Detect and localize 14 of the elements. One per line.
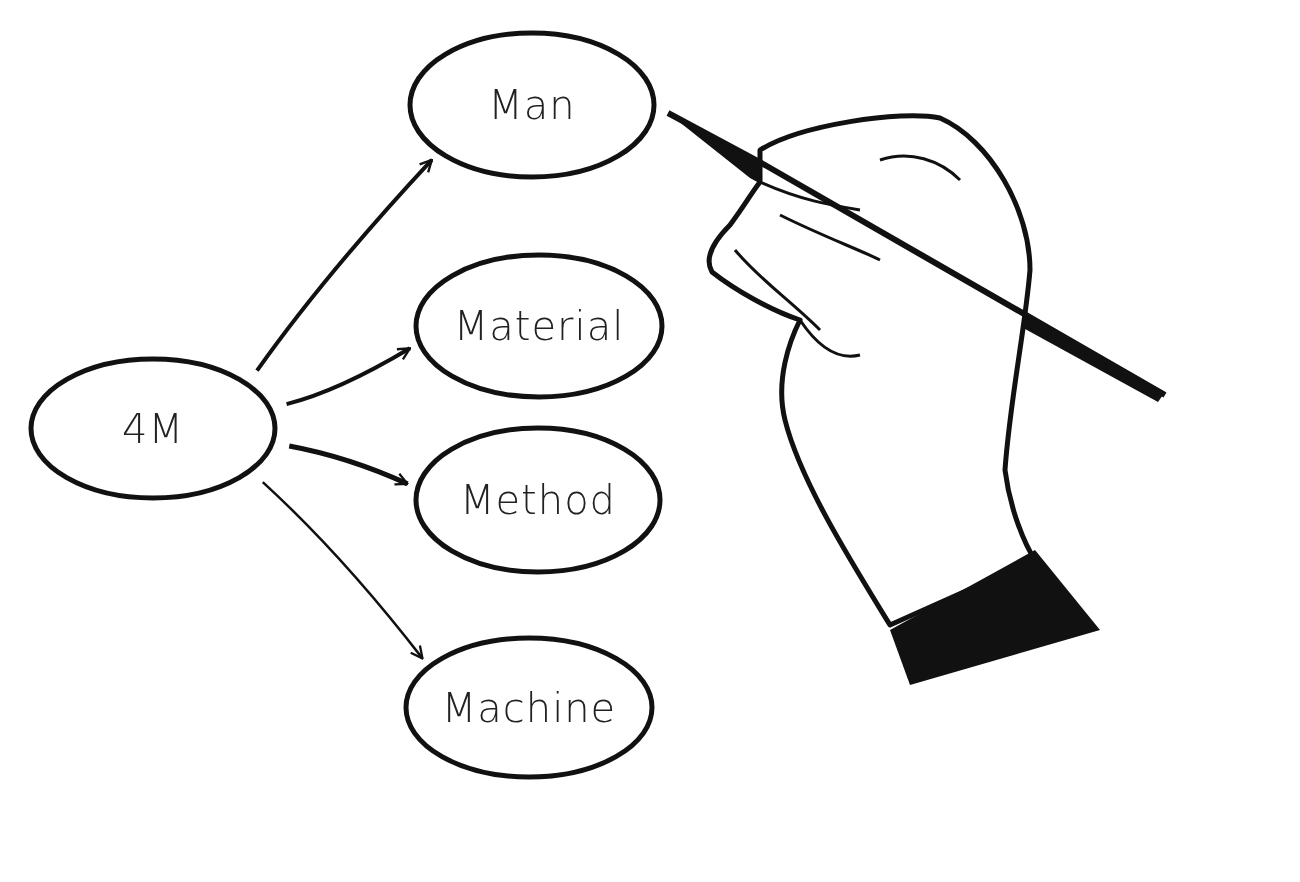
- node-label: 4M: [122, 405, 184, 452]
- arrow: [261, 481, 424, 660]
- arrow: [255, 158, 434, 372]
- node-label: Material: [453, 303, 625, 349]
- ellipse-node: [403, 635, 655, 780]
- node-label: Machine: [441, 684, 617, 731]
- node-label: Man: [488, 82, 576, 128]
- arrow: [288, 443, 409, 487]
- ellipse-node: [407, 30, 657, 180]
- ellipse-node: [413, 252, 665, 400]
- node-label: Method: [460, 477, 616, 523]
- ellipse-node: [28, 356, 278, 501]
- ellipse-node: [413, 425, 663, 575]
- arrow: [286, 346, 412, 407]
